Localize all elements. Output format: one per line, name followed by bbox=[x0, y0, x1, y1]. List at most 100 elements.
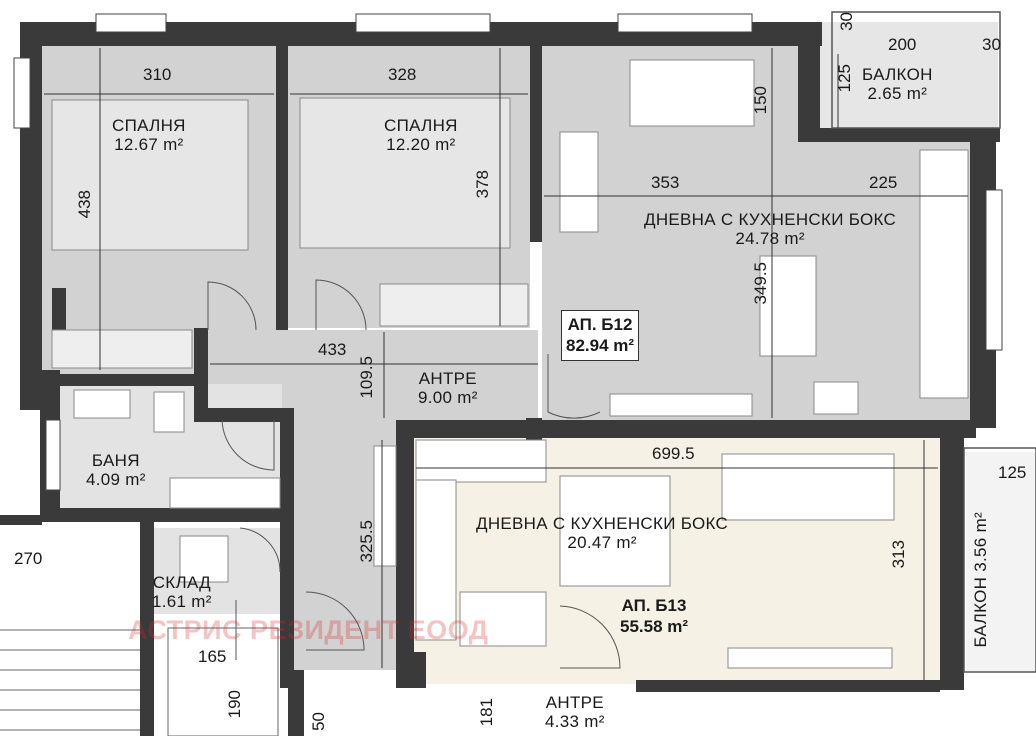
wall bbox=[194, 408, 294, 422]
window bbox=[617, 13, 753, 33]
dimension-label: 30 bbox=[837, 12, 856, 31]
windows bbox=[13, 13, 1003, 491]
dimension-label: 328 bbox=[388, 65, 417, 84]
bedroom2-label: СПАЛНЯ 12.20 m² bbox=[384, 116, 458, 154]
wall bbox=[276, 46, 288, 330]
apartment-name: АП. Б13 bbox=[621, 596, 687, 615]
door-swing bbox=[559, 605, 621, 669]
sofa bbox=[629, 59, 755, 127]
wall bbox=[20, 374, 206, 386]
wardrobe bbox=[379, 283, 529, 327]
wall bbox=[636, 680, 940, 692]
closet bbox=[373, 445, 397, 567]
wall bbox=[52, 288, 66, 336]
dimension-label: 270 bbox=[14, 549, 43, 568]
window bbox=[95, 13, 167, 33]
window bbox=[13, 57, 31, 129]
dimension-label: 125 bbox=[835, 64, 854, 93]
armchair bbox=[559, 131, 599, 233]
apartment-name: АП. Б12 bbox=[567, 315, 633, 334]
apartment-area: 55.58 m² bbox=[620, 617, 689, 637]
bed bbox=[299, 97, 511, 249]
room-name: БАНЯ bbox=[91, 451, 140, 470]
dimension-label: 190 bbox=[225, 690, 244, 719]
door-swing bbox=[547, 354, 601, 419]
apartment-b12-tag: АП. Б12 82.94 m² bbox=[561, 310, 640, 361]
hall-b13-label: АНТРЕ 4.33 m² bbox=[545, 693, 605, 731]
kitchen-counter bbox=[919, 149, 969, 399]
dimension-label: 225 bbox=[869, 173, 898, 192]
room-area: 12.20 m² bbox=[386, 134, 456, 154]
wall bbox=[396, 420, 976, 438]
kitchen-counter bbox=[459, 591, 547, 647]
dimension-label: 699.5 bbox=[652, 444, 695, 463]
dimension-label: 313 bbox=[889, 540, 908, 569]
living-b12-label: ДНЕВНА С КУХНЕНСКИ БОКС 24.78 m² bbox=[644, 210, 897, 248]
room-name: ДНЕВНА С КУХНЕНСКИ БОКС bbox=[644, 210, 897, 229]
room-name: БАЛКОН bbox=[971, 576, 990, 648]
bedroom1-label: СПАЛНЯ 12.67 m² bbox=[112, 116, 186, 154]
room-name: АНТРЕ bbox=[418, 369, 477, 388]
kitchen-counter bbox=[415, 479, 457, 641]
dimension-label: 353 bbox=[651, 173, 680, 192]
elevator bbox=[167, 627, 279, 736]
dimension-label: 378 bbox=[473, 170, 492, 199]
wall bbox=[396, 420, 414, 668]
apartment-b13-tag: АП. Б13 55.58 m² bbox=[616, 592, 692, 641]
living-b13-label: ДНЕВНА С КУХНЕНСКИ БОКС 20.47 m² bbox=[476, 514, 729, 552]
bed bbox=[51, 99, 249, 251]
sofa bbox=[721, 453, 895, 521]
dimension-label: 109.5 bbox=[357, 356, 376, 399]
balcony-top-label: БАЛКОН 2.65 m² bbox=[862, 65, 933, 103]
room-area: 20.47 m² bbox=[567, 532, 637, 552]
staircase bbox=[0, 627, 279, 736]
balcony-right-floor bbox=[966, 452, 1036, 672]
room-area: 4.33 m² bbox=[545, 711, 605, 731]
wall bbox=[798, 46, 820, 136]
dimension-label: 125 bbox=[998, 463, 1027, 482]
bathtub bbox=[169, 477, 281, 509]
balcony-top-floor bbox=[818, 22, 998, 130]
room-area: 9.00 m² bbox=[418, 387, 478, 407]
balcony-right-railing bbox=[963, 447, 1036, 673]
storage-label: СКЛАД 1.61 m² bbox=[152, 573, 212, 611]
room-name: СПАЛНЯ bbox=[384, 116, 458, 135]
room-area: 24.78 m² bbox=[735, 228, 805, 248]
room-area: 1.61 m² bbox=[152, 591, 212, 611]
kitchen-counter bbox=[415, 439, 547, 483]
balcony-railings bbox=[831, 11, 1036, 673]
wall bbox=[396, 652, 426, 688]
stove bbox=[813, 381, 859, 415]
bath-label: БАНЯ 4.09 m² bbox=[86, 451, 146, 489]
kitchen-island bbox=[609, 393, 753, 417]
door-swing bbox=[305, 591, 365, 651]
doors bbox=[207, 279, 621, 669]
window bbox=[355, 13, 491, 33]
dimension-label: 150 bbox=[751, 86, 770, 115]
wall bbox=[280, 408, 294, 688]
dimension-label: 349.5 bbox=[751, 262, 770, 305]
room-name: ДНЕВНА С КУХНЕНСКИ БОКС bbox=[476, 514, 729, 533]
dining-table bbox=[759, 255, 817, 357]
dimension-label: 50 bbox=[309, 712, 328, 731]
door-swing bbox=[239, 527, 281, 573]
room-area: 2.65 m² bbox=[867, 83, 928, 103]
dimension-label: 433 bbox=[318, 340, 347, 359]
dimension-label: 165 bbox=[198, 647, 227, 666]
dimension-label: 325.5 bbox=[357, 520, 376, 563]
tv-unit bbox=[727, 647, 893, 669]
dining-table bbox=[559, 475, 671, 587]
dimension-label: 438 bbox=[75, 190, 94, 219]
door-swing bbox=[221, 419, 275, 471]
room-name: АНТРЕ bbox=[545, 693, 604, 712]
wall bbox=[798, 128, 908, 142]
washer bbox=[179, 535, 229, 583]
window bbox=[45, 419, 61, 491]
door-swing bbox=[315, 279, 367, 331]
room-name: СКЛАД bbox=[152, 573, 211, 592]
dimension-label: 200 bbox=[888, 35, 917, 54]
wall bbox=[940, 420, 964, 690]
window bbox=[985, 189, 1003, 351]
